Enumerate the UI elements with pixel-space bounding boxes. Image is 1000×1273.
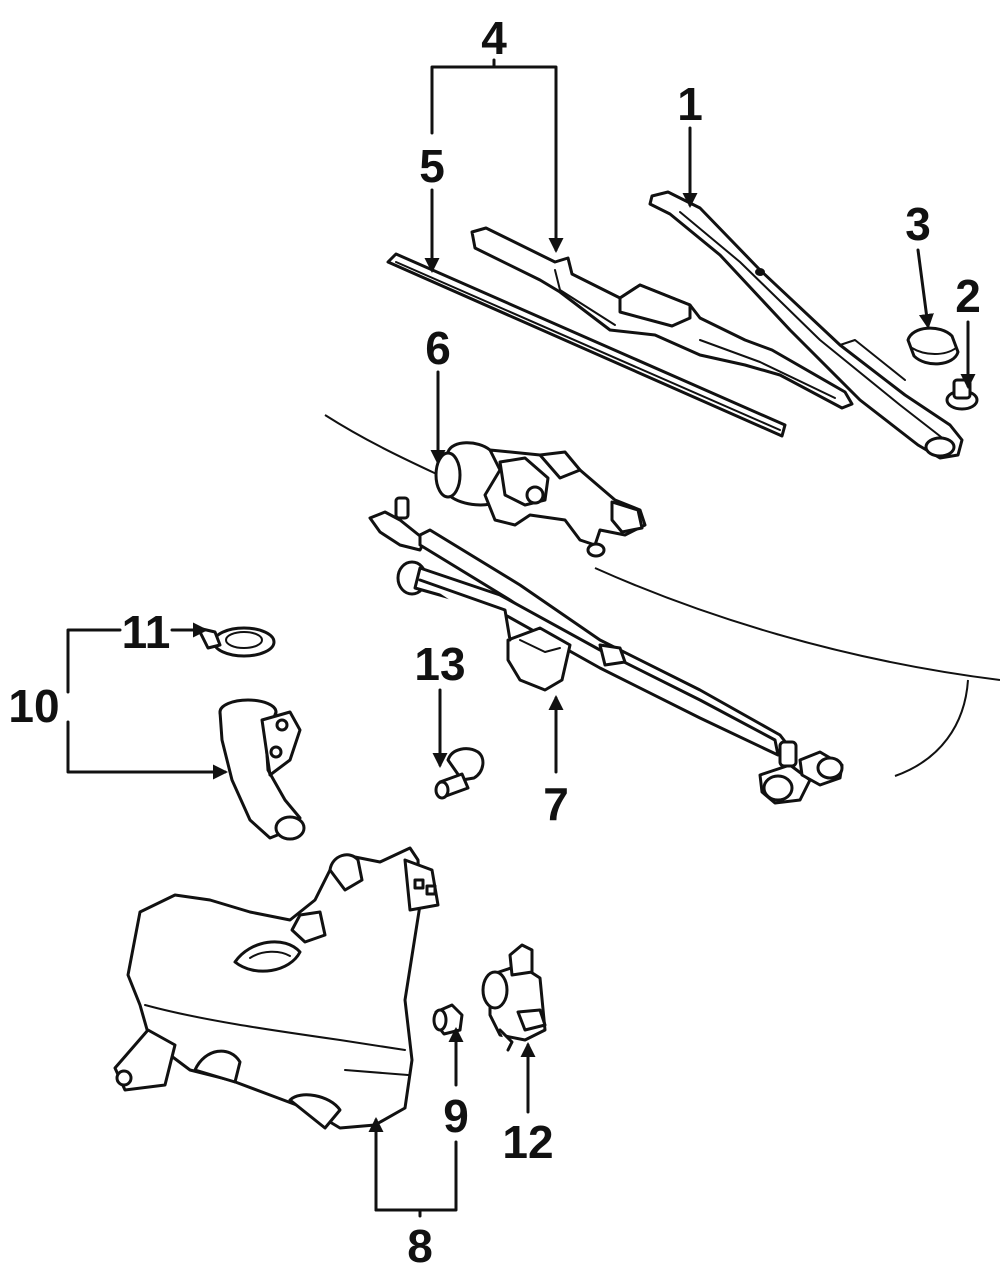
part-washer-pump	[481, 943, 547, 1052]
callout-2: 2	[955, 270, 981, 322]
callout-labels: 1 2 3 4 5 6 7 8 9 10 11 12 13	[8, 12, 980, 1272]
part-wiper-linkage	[368, 496, 844, 805]
part-cap	[906, 326, 960, 366]
callout-1: 1	[677, 78, 703, 130]
callout-12: 12	[502, 1116, 553, 1168]
callout-5: 5	[419, 140, 445, 192]
callout-8: 8	[407, 1220, 433, 1272]
callout-6: 6	[425, 322, 451, 374]
callout-13: 13	[414, 638, 465, 690]
cowl-body-lines	[324, 414, 1000, 777]
callout-11: 11	[122, 606, 171, 658]
callout-9: 9	[443, 1090, 469, 1142]
callout-3: 3	[905, 198, 931, 250]
part-filler-cap	[196, 626, 276, 658]
callout-7: 7	[543, 778, 569, 830]
leader-lines	[66, 58, 976, 1218]
part-washer-reservoir	[113, 846, 440, 1130]
part-wiper-blade	[470, 226, 854, 410]
part-blade-insert	[386, 252, 787, 438]
part-nut	[945, 378, 979, 411]
part-filler-neck	[218, 698, 306, 841]
part-wiper-motor	[434, 441, 647, 558]
part-grommet	[432, 1003, 464, 1036]
callout-4: 4	[481, 12, 507, 64]
callout-10: 10	[8, 680, 59, 732]
part-washer-nozzle	[434, 747, 485, 800]
part-wiper-arm	[648, 190, 964, 460]
